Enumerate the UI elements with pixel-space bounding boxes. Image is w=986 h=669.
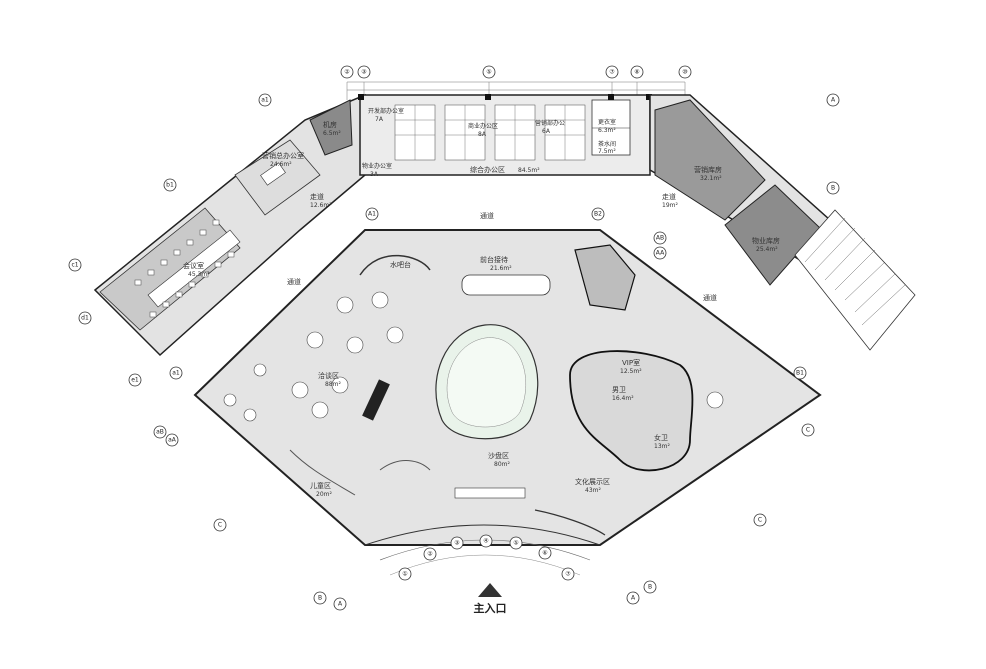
svg-text:c1: c1: [71, 262, 78, 269]
room-area: 88m²: [325, 381, 341, 388]
room-area: 7.5m²: [598, 148, 616, 155]
room-name: 营销总办公室: [262, 151, 304, 160]
top-dimension-lines: [346, 81, 686, 100]
svg-text:A: A: [338, 601, 343, 608]
corridor-label: 通道: [287, 277, 301, 286]
room-area: 12.6m²: [310, 202, 332, 209]
room-name: 营销部办公: [535, 119, 565, 127]
room-area: 32.1m²: [700, 175, 722, 182]
room-area: 3A: [370, 171, 379, 178]
main-entrance-marker: 主入口: [474, 583, 507, 615]
svg-text:e1: e1: [131, 377, 139, 384]
room-area: 84.5m²: [518, 167, 540, 174]
svg-text:aB: aB: [156, 429, 164, 436]
room-name: 男卫: [612, 386, 626, 394]
corridor-label: 通道: [703, 293, 717, 302]
svg-text:a1: a1: [172, 370, 180, 377]
svg-text:⑦: ⑦: [565, 571, 571, 578]
room-name: 营销库房: [694, 165, 722, 174]
svg-text:AB: AB: [656, 235, 664, 242]
room-name: 综合办公区: [470, 165, 505, 174]
svg-text:C: C: [758, 517, 762, 524]
room-name: 文化展示区: [575, 477, 610, 486]
room-name: 沙盘区: [488, 451, 509, 460]
grid-label: ⑧: [634, 69, 639, 76]
svg-text:③: ③: [454, 540, 459, 547]
svg-text:B: B: [318, 595, 322, 602]
svg-text:⑥: ⑥: [542, 550, 547, 557]
room-labels: 机房 6.5m² 营销总办公室 24.6m² 会议室 45.3m² 走道 12.…: [183, 107, 780, 498]
room-name: 物业办公室: [362, 162, 392, 170]
svg-text:b1: b1: [166, 182, 174, 189]
svg-text:A: A: [631, 595, 636, 602]
room-name: 机房: [323, 120, 337, 129]
room-name: VIP室: [622, 358, 640, 367]
main-entrance-label: 主入口: [474, 601, 507, 615]
grid-label: ③: [361, 69, 366, 76]
svg-text:B2: B2: [594, 211, 602, 218]
room-name: 洽谈区: [318, 371, 339, 380]
room-area: 6.5m²: [323, 130, 341, 137]
svg-text:B: B: [648, 584, 652, 591]
svg-text:②: ②: [427, 551, 433, 558]
room-area: 13m²: [654, 443, 670, 450]
room-name: 更衣室: [598, 118, 616, 126]
room-name: 开发部办公室: [368, 107, 404, 115]
room-area: 43m²: [585, 487, 601, 494]
grid-markers: ② ③ ⑤ ⑦ ⑧ ⑩ a1 b1 c1 d1 e1 A1 a1 aB aA B…: [68, 65, 840, 611]
grid-label: ⑩: [682, 69, 687, 76]
room-area: 12.5m²: [620, 368, 642, 375]
corridor-label: 通道: [480, 211, 494, 220]
svg-text:C: C: [218, 522, 222, 529]
room-area: 6.3m²: [598, 127, 616, 134]
room-area: 25.4m²: [756, 246, 778, 253]
room-name: 水吧台: [390, 260, 411, 269]
svg-text:B1: B1: [796, 370, 804, 377]
main-hall: [193, 229, 822, 576]
svg-text:a1: a1: [261, 97, 269, 104]
room-name: 茶水间: [598, 140, 616, 148]
room-name: 前台接待: [480, 255, 508, 264]
room-area: 8A: [478, 131, 487, 138]
svg-text:d1: d1: [81, 315, 89, 322]
room-area: 20m²: [316, 491, 332, 498]
room-area: 16.4m²: [612, 395, 634, 402]
room-name: 走道: [310, 192, 324, 201]
svg-text:A: A: [831, 97, 836, 104]
svg-text:④: ④: [483, 538, 488, 545]
open-office-block: [358, 94, 652, 176]
office-wing-left: [93, 93, 366, 357]
svg-text:aA: aA: [168, 437, 177, 444]
room-area: 7A: [375, 116, 384, 123]
grid-label: ⑤: [486, 69, 491, 76]
storage-wing-right: [649, 94, 916, 351]
svg-text:⑤: ⑤: [513, 540, 518, 547]
room-name: 走道: [662, 192, 676, 201]
svg-text:①: ①: [402, 571, 407, 578]
meeting-chairs: [134, 219, 235, 318]
room-name: 儿童区: [310, 481, 331, 490]
room-name: 物业库房: [752, 236, 780, 245]
svg-text:B: B: [831, 185, 835, 192]
grid-label: ⑦: [609, 69, 615, 76]
svg-text:C: C: [806, 427, 810, 434]
room-area: 24.6m²: [270, 161, 292, 168]
room-area: 19m²: [662, 202, 678, 209]
room-area: 6A: [542, 128, 551, 135]
room-name: 女卫: [654, 433, 668, 442]
svg-text:AA: AA: [656, 250, 665, 257]
room-area: 80m²: [494, 461, 510, 468]
svg-text:A1: A1: [368, 211, 376, 218]
room-name: 商业办公区: [468, 122, 498, 130]
room-area: 21.6m²: [490, 265, 512, 272]
room-name: 会议室: [183, 261, 204, 270]
room-area: 45.3m²: [188, 271, 210, 278]
grid-label: ②: [344, 69, 350, 76]
